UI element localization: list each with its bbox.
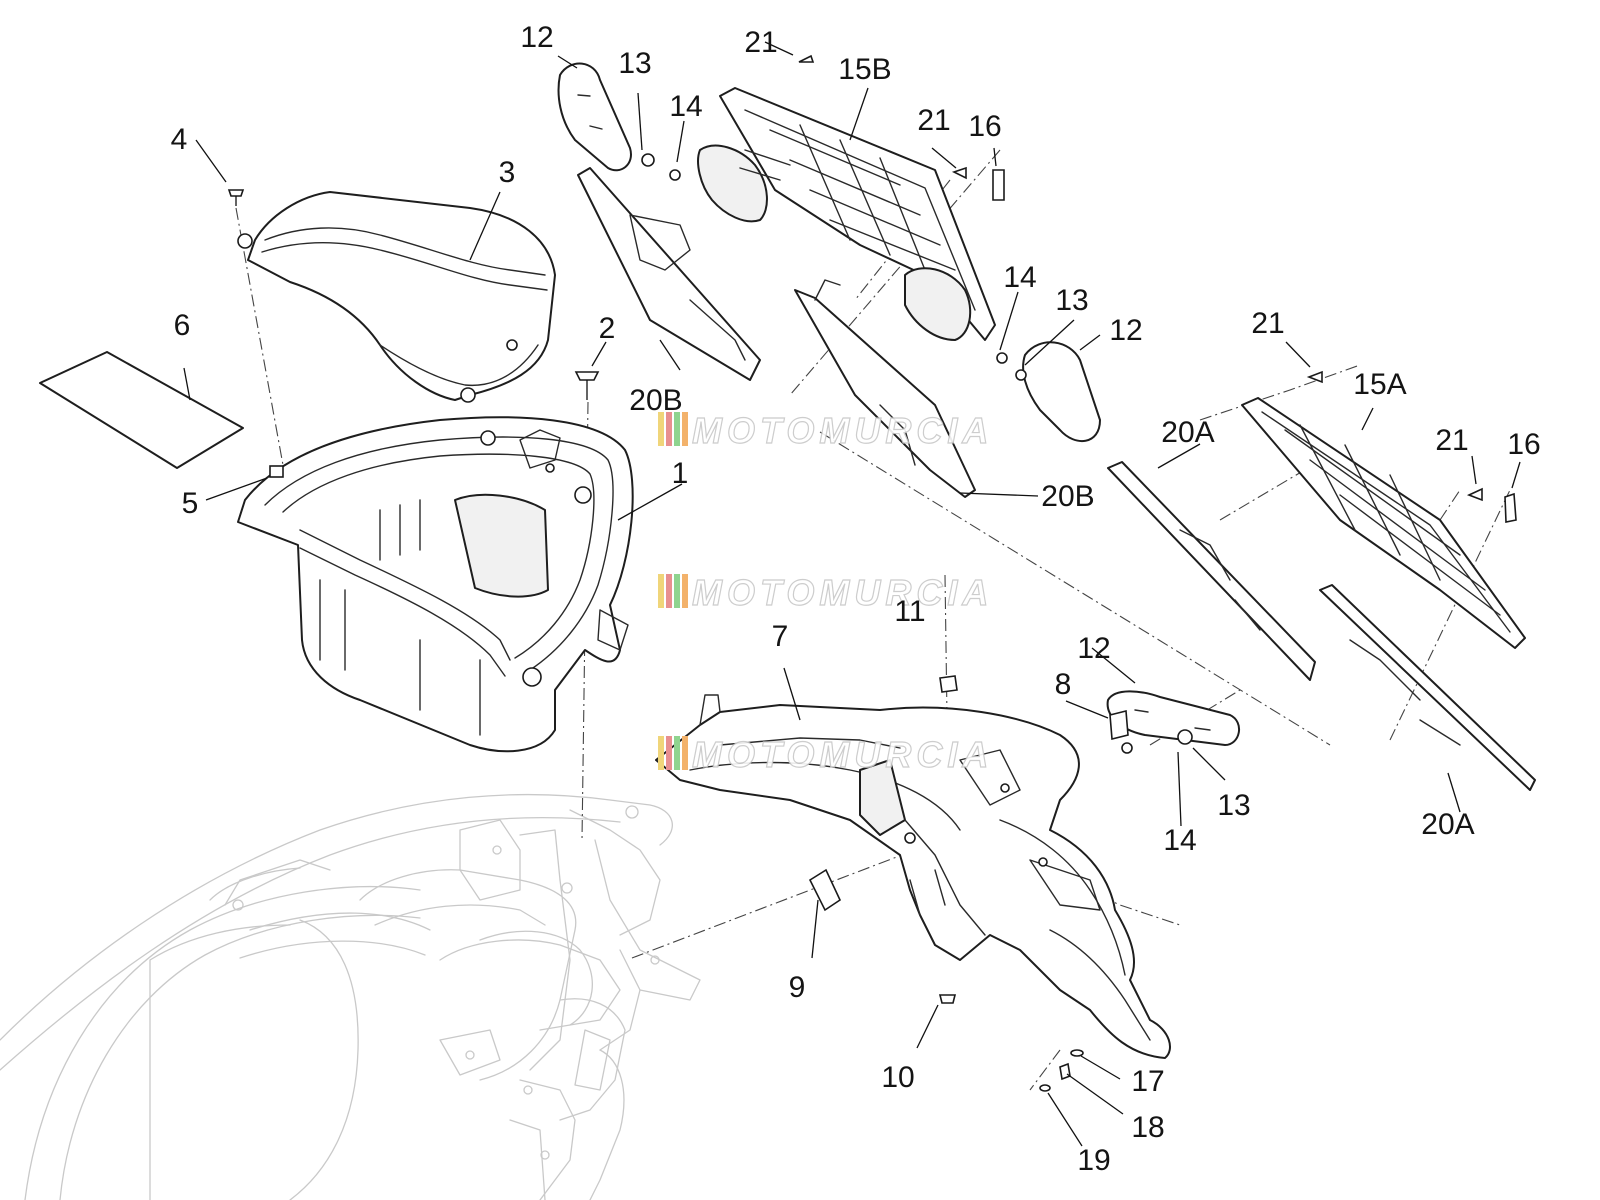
- callout-13-b: 13: [1055, 284, 1088, 317]
- callout-14-a: 14: [669, 90, 702, 123]
- callout-16-a: 16: [968, 110, 1001, 143]
- watermark-text: MOTOMURCIA: [692, 572, 993, 613]
- callout-20a-top: 20A: [1161, 416, 1214, 449]
- callout-21-d: 21: [1435, 424, 1468, 457]
- callout-14-b: 14: [1003, 261, 1036, 294]
- callout-15b: 15B: [838, 53, 891, 86]
- watermark-logo: MOTOMURCIA: [658, 571, 993, 614]
- part-15b-bracket: [697, 87, 996, 341]
- watermark-text: MOTOMURCIA: [692, 410, 993, 451]
- callout-8: 8: [1055, 668, 1072, 701]
- callout-9: 9: [789, 971, 806, 1004]
- callout-21-b: 21: [917, 104, 950, 137]
- callout-20b-left: 20B: [629, 384, 682, 417]
- callout-5: 5: [182, 487, 199, 520]
- callout-3: 3: [499, 156, 516, 189]
- watermark-logos: MOTOMURCIA MOTOMURCIA MOTOMURCIA: [658, 409, 993, 776]
- callout-21-a: 21: [744, 26, 777, 59]
- scooter-frame-outline: [0, 793, 701, 1200]
- callout-21-c: 21: [1251, 307, 1284, 340]
- callout-16-b: 16: [1507, 428, 1540, 461]
- callout-15a: 15A: [1353, 368, 1406, 401]
- callout-7: 7: [772, 620, 789, 653]
- callout-2: 2: [599, 312, 616, 345]
- callout-12-a: 12: [520, 21, 553, 54]
- part-7-rear-mudguard: [655, 694, 1171, 1059]
- callout-12-b: 12: [1109, 314, 1142, 347]
- callout-12-c: 12: [1077, 632, 1110, 665]
- callout-1: 1: [672, 457, 689, 490]
- hardware-screws-washers: [227, 54, 1517, 1092]
- part-20a-plates: [1107, 461, 1536, 791]
- part-15a-bracket: [1241, 397, 1526, 649]
- callout-11: 11: [894, 595, 925, 628]
- watermark-text: MOTOMURCIA: [692, 734, 993, 775]
- callout-14-c: 14: [1163, 824, 1196, 857]
- part-3-lid: [237, 191, 556, 403]
- watermark-logo: MOTOMURCIA: [658, 409, 993, 452]
- callout-17: 17: [1131, 1065, 1164, 1098]
- callout-18: 18: [1131, 1111, 1164, 1144]
- callout-10: 10: [881, 1061, 914, 1094]
- watermark-logo: MOTOMURCIA: [658, 733, 993, 776]
- callout-labels: 1 2 3 4 5 6 7 8 9 10 11 12 12 12 13 13 1…: [171, 21, 1541, 1177]
- callout-13-c: 13: [1217, 789, 1250, 822]
- callout-4: 4: [171, 123, 188, 156]
- callout-19: 19: [1077, 1144, 1110, 1177]
- callout-20b-right: 20B: [1041, 480, 1094, 513]
- part-20b-plates: [577, 167, 976, 498]
- leader-lines: [183, 41, 1521, 1147]
- callout-13-a: 13: [618, 47, 651, 80]
- part-12-caps: [557, 62, 1240, 746]
- callout-20a-bottom: 20A: [1421, 808, 1474, 841]
- part-6-pad: [39, 351, 244, 469]
- part-1-storage-box: [237, 416, 634, 753]
- callout-6: 6: [174, 309, 191, 342]
